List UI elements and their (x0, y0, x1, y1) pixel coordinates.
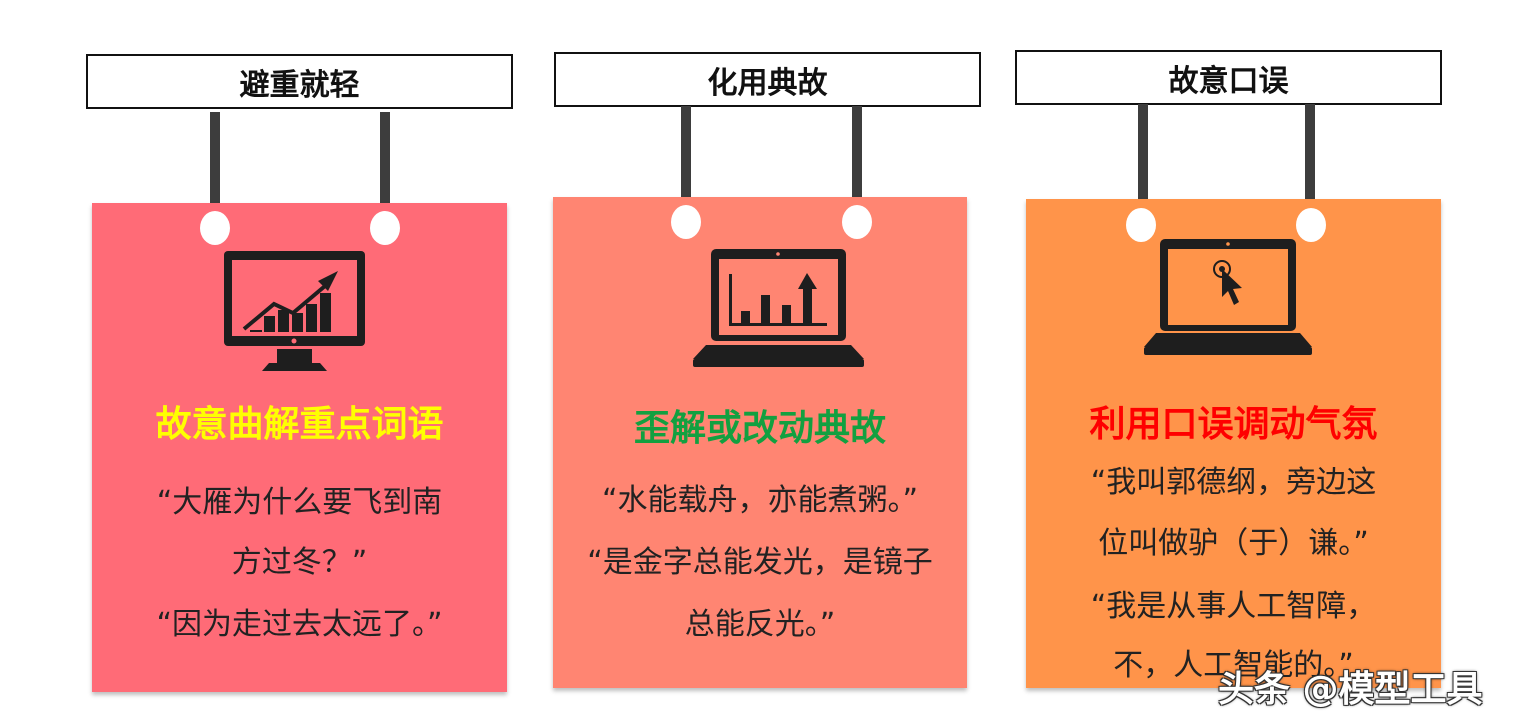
hanger-ring (1126, 208, 1156, 242)
label-box-1: 避重就轻 (86, 54, 513, 109)
quote-line: 总能反光。” (684, 607, 836, 642)
hanger-ring (842, 205, 872, 239)
laptop-cursor-click-icon (1144, 239, 1312, 355)
hanger-ring (200, 211, 230, 245)
quote-line: “我叫郭德纲，旁边这 (1090, 465, 1377, 500)
quote-line: 位叫做驴（于）谦。” (1098, 526, 1369, 561)
quote-line: “大雁为什么要飞到南 (156, 485, 443, 520)
quote-line: “水能载舟，亦能煮粥。” (601, 483, 919, 518)
quote-line: 方过冬？” (231, 545, 368, 580)
hanger-pole (681, 106, 691, 211)
card-heading: 歪解或改动典故 (633, 408, 886, 449)
hanger-pole (210, 112, 220, 217)
card-heading: 利用口误调动气氛 (1089, 404, 1378, 445)
hanger-pole (380, 112, 390, 217)
quote-line: “我是从事人工智障， (1090, 589, 1377, 624)
label-box-2: 化用典故 (554, 52, 981, 107)
card-3: 利用口误调动气氛 “我叫郭德纲，旁边这 位叫做驴（于）谦。” “我是从事人工智障… (1026, 199, 1441, 688)
quote-line: “因为走过去太远了。” (156, 607, 443, 642)
quote-line: “是金字总能发光，是镜子 (587, 545, 933, 580)
label-text: 故意口误 (1168, 63, 1289, 99)
hanger-pole (1138, 104, 1148, 209)
hanger-ring (671, 205, 701, 239)
monitor-growth-chart-icon (224, 251, 365, 371)
hanger-pole (1305, 104, 1315, 209)
quote-line: 不，人工智能的。” (1113, 648, 1354, 683)
hanger-ring (370, 211, 400, 245)
card-1: 故意曲解重点词语 “大雁为什么要飞到南 方过冬？” “因为走过去太远了。” (92, 203, 507, 692)
label-text: 化用典故 (707, 65, 828, 101)
label-box-3: 故意口误 (1015, 50, 1442, 105)
hanger-ring (1296, 208, 1326, 242)
hanger-pole (852, 106, 862, 211)
laptop-bar-chart-icon (693, 249, 864, 367)
card-heading: 故意曲解重点词语 (155, 404, 444, 445)
label-text: 避重就轻 (239, 67, 360, 103)
card-2: 歪解或改动典故 “水能载舟，亦能煮粥。” “是金字总能发光，是镜子 总能反光。” (553, 197, 967, 688)
watermark: 头条 @模型工具 (1218, 669, 1483, 710)
